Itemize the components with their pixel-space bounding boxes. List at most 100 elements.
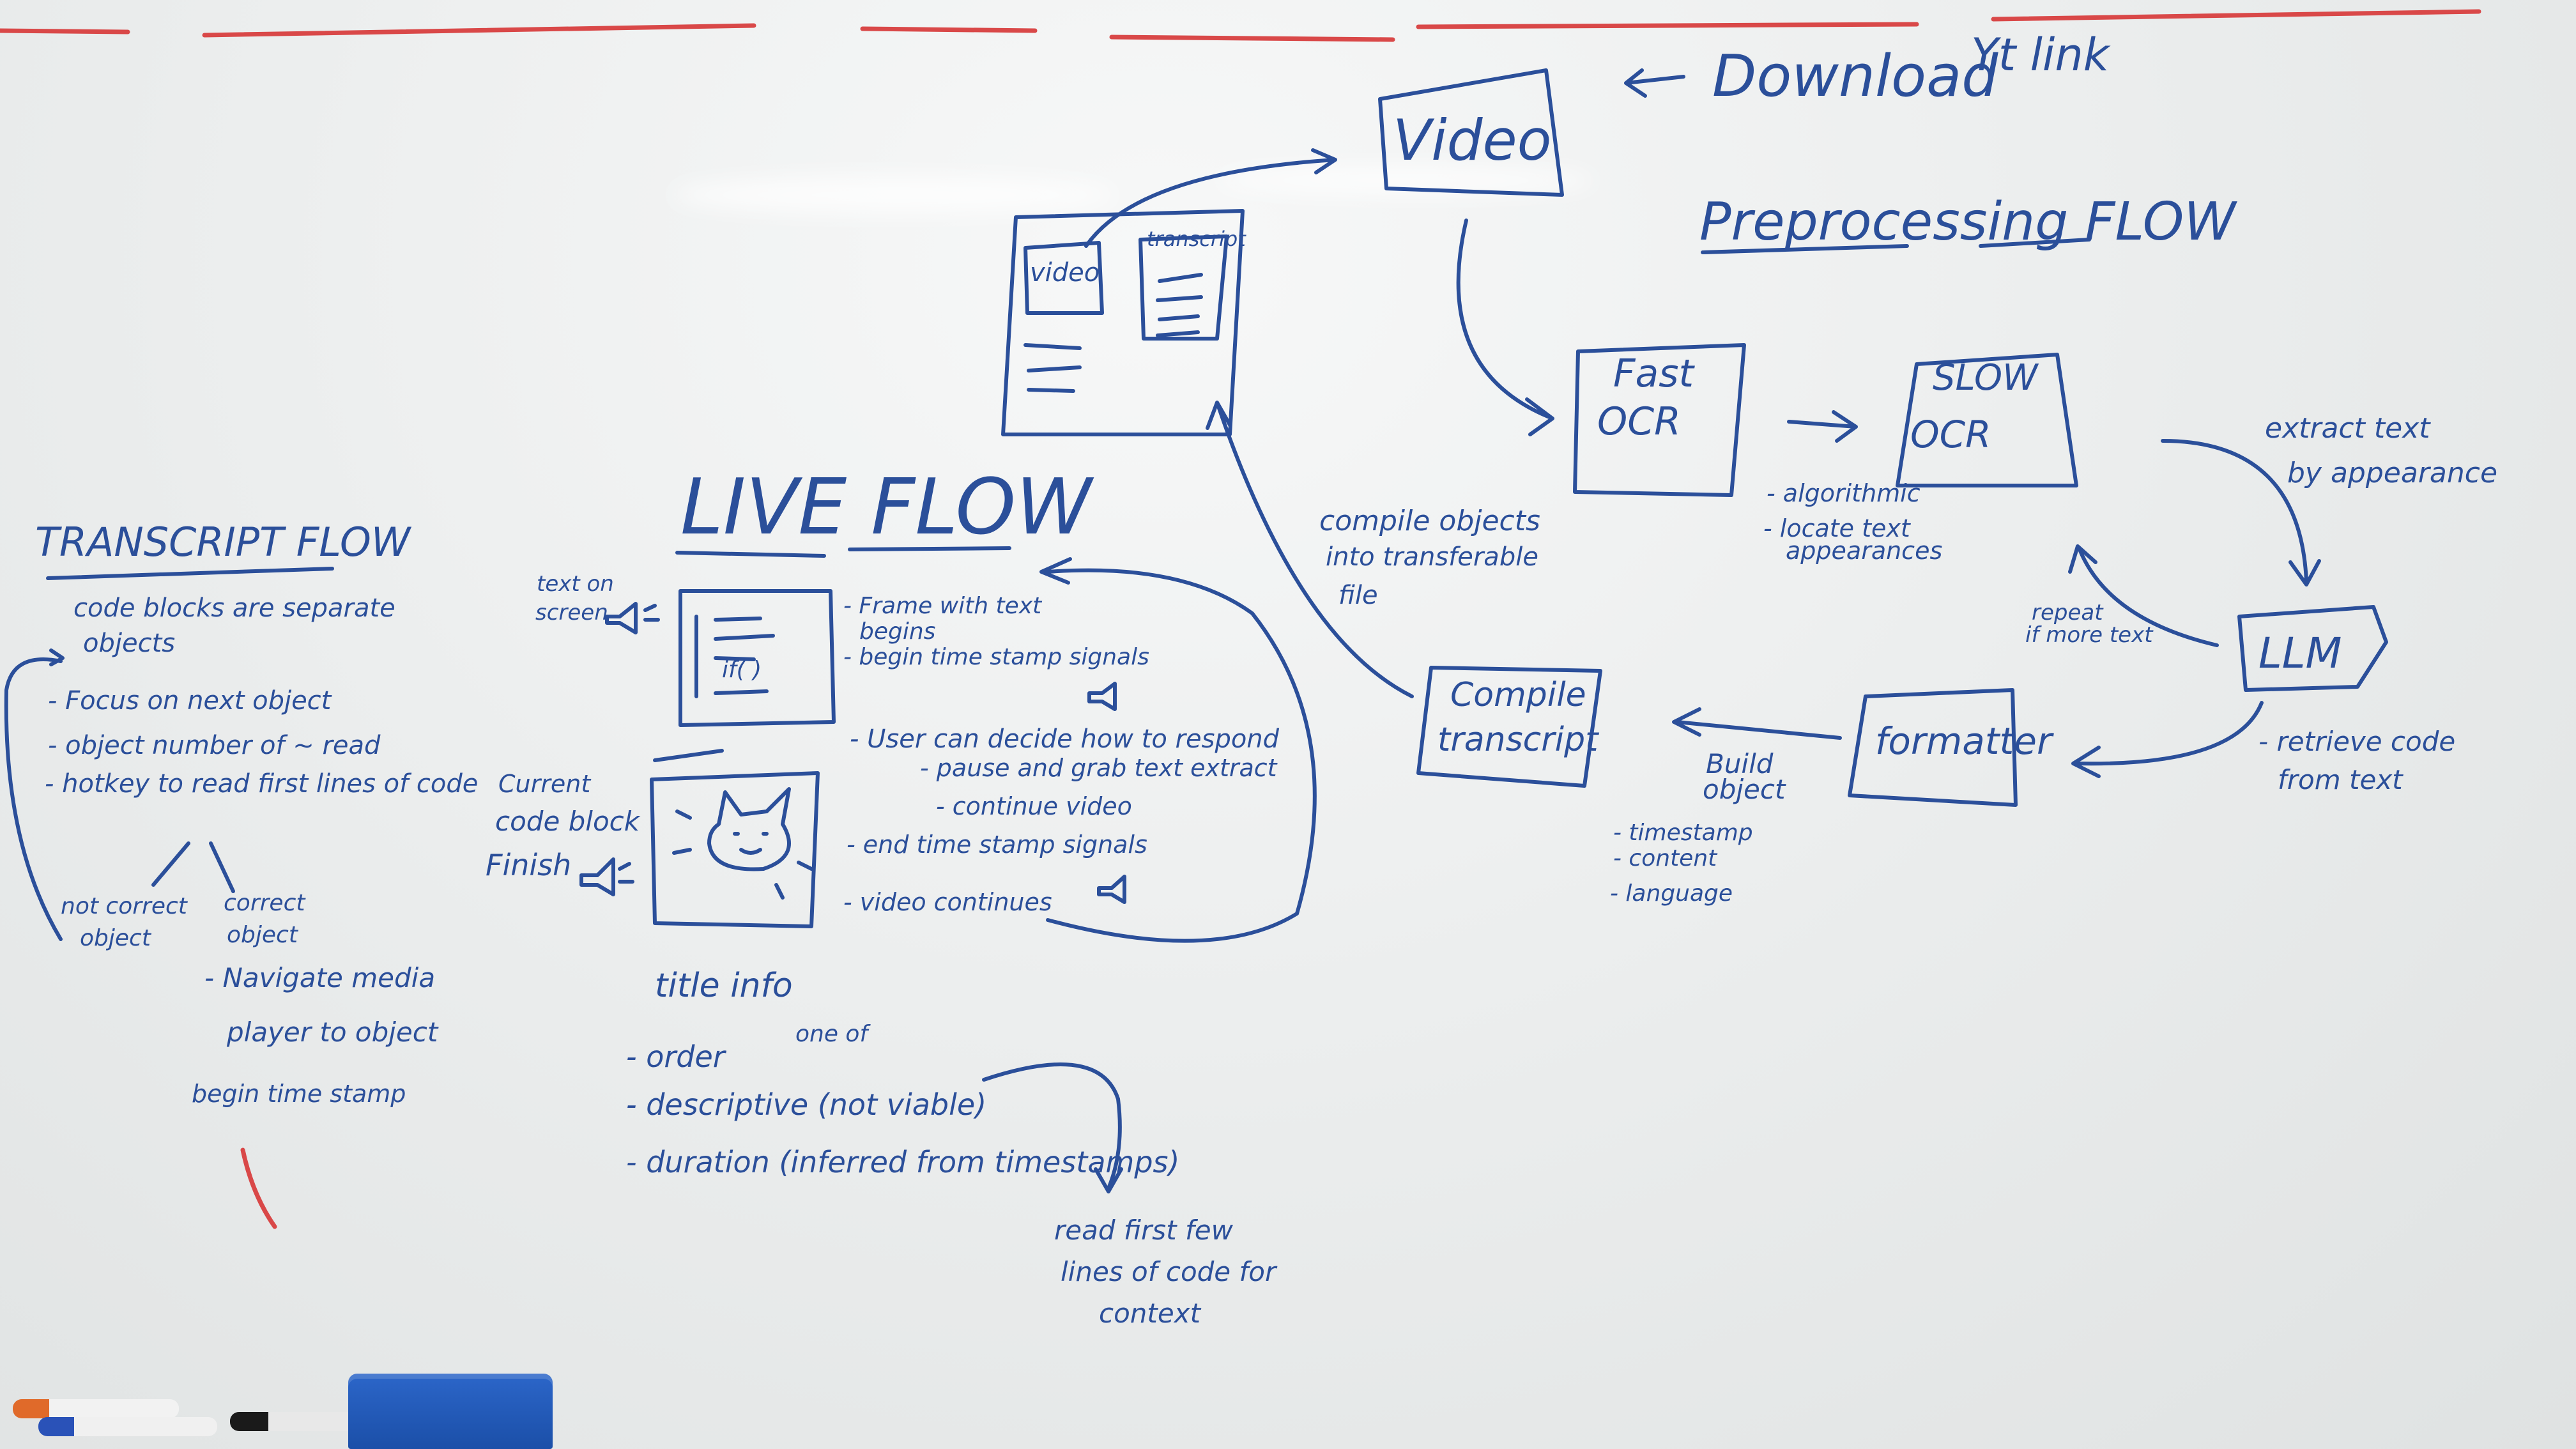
arrow-fast-to-slow [1787, 410, 1858, 443]
cat-icon [707, 787, 791, 871]
red-mark [240, 1147, 277, 1229]
arrow-to-read-first [982, 1062, 1123, 1193]
arrow-formatter-to-compile [1672, 707, 1842, 740]
player-sketch-transcript-label: transcript [1147, 227, 1246, 251]
one-of-label: one of [795, 1021, 871, 1047]
light-reflection [671, 176, 1118, 214]
marker-tray [0, 1380, 639, 1449]
user-note-1: - User can decide how to respond [850, 724, 1280, 754]
object-field-1: - timestamp [1613, 820, 1753, 846]
formatter-box [1848, 688, 2018, 807]
speaker-icon [605, 602, 660, 634]
fast-ocr-box [1573, 343, 1746, 497]
branch-lines [151, 841, 235, 893]
live-flow-title: LIVE FLOW [680, 463, 1094, 552]
title-underline [1701, 238, 2091, 254]
text-on-screen-1: text on [537, 571, 614, 597]
transcript-note-5: - hotkey to read first lines of code [45, 769, 478, 799]
user-note-4: - end time stamp signals [847, 831, 1147, 859]
text-on-screen-2: screen [535, 600, 608, 625]
user-note-2: - pause and grab text extract [920, 754, 1278, 782]
retrieve-note-2: from text [2278, 764, 2404, 795]
download-arrow [1624, 68, 1685, 98]
compile-note-2: into transferable [1326, 542, 1538, 572]
formatter-box-label: formatter [1875, 719, 2054, 763]
branch-right-1: correct [224, 890, 306, 916]
red-top-line [0, 9, 2481, 42]
ocr-note-2: - locate text [1763, 514, 1912, 542]
current-frame-box [650, 771, 820, 928]
preprocessing-title: Preprocessing FLOW [1699, 192, 2237, 252]
frame-note-2: begins [859, 618, 935, 645]
compile-note-3: file [1338, 581, 1378, 610]
compile-note-1: compile objects [1319, 505, 1540, 537]
whiteboard-eraser [348, 1374, 553, 1449]
frame-note-3: - begin time stamp signals [843, 644, 1149, 670]
transcript-title-underline [46, 567, 334, 580]
fast-ocr-line-1: Fast [1613, 351, 1696, 396]
user-note-3: - continue video [936, 792, 1132, 820]
player-sketch-video-label: video [1030, 258, 1100, 288]
speaker-icon [579, 857, 634, 896]
branch-left-2: object [80, 925, 152, 951]
slow-ocr-line-2: OCR [1910, 413, 1991, 456]
read-first-3: context [1099, 1298, 1202, 1329]
yt-link-label: Yt link [1971, 29, 2111, 81]
slow-ocr-line-1: SLOW [1933, 357, 2039, 399]
branch-right-2: object [227, 922, 299, 948]
navigate-1: - Navigate media [204, 962, 435, 993]
current-code-3: Finish [486, 848, 571, 882]
arrow-compile-to-player [1206, 401, 1414, 698]
navigate-2: player to object [226, 1016, 439, 1048]
arrow-repeat [2068, 544, 2219, 647]
player-sketch-transcript-pane [1138, 234, 1229, 341]
fast-ocr-line-2: OCR [1597, 399, 1681, 444]
transcript-note-1: code blocks are separate [73, 594, 395, 623]
orange-marker [13, 1399, 179, 1418]
object-field-3: - language [1610, 880, 1733, 907]
repeat-note-2: if more text [2025, 622, 2154, 648]
info-item-2: - descriptive (not viable) [626, 1087, 986, 1122]
download-label: Download [1712, 43, 1998, 110]
compile-box-line-1: Compile [1450, 676, 1586, 714]
slow-ocr-box [1896, 353, 2078, 487]
sun-rays [672, 809, 813, 900]
live-flow-underline [675, 546, 1011, 558]
current-code-2: code block [495, 806, 641, 837]
repeat-note-1: repeat [2032, 600, 2104, 625]
video-box [1378, 68, 1564, 197]
build-object-2: object [1703, 774, 1786, 805]
black-marker [230, 1412, 358, 1431]
llm-box-label: LLM [2258, 629, 2342, 678]
player-sketch-scribbles [1023, 273, 1203, 393]
llm-box [2237, 605, 2388, 692]
compile-box-line-2: transcript [1438, 721, 1599, 759]
dash-divider [653, 749, 724, 762]
arrow-video-to-fast-ocr [1456, 218, 1554, 436]
code-frame-box [678, 589, 836, 727]
build-object-1: Build [1706, 748, 1774, 779]
read-first-2: lines of code for [1061, 1256, 1278, 1287]
retrieve-note-1: - retrieve code [2258, 726, 2455, 757]
arrow-llm-to-formatter [2071, 701, 2264, 778]
compile-transcript-box [1416, 666, 1602, 788]
video-box-label: Video [1393, 107, 1552, 173]
ocr-note-3: appearances [1786, 537, 1942, 565]
code-glyph: if( ) [722, 657, 762, 683]
code-frame-lines [694, 615, 775, 698]
branch-left-1: not correct [61, 893, 188, 919]
transcript-loop-bracket [4, 648, 65, 941]
info-item-3: - duration (inferred from timestamps) [626, 1145, 1179, 1179]
player-sketch-video-pane [1023, 241, 1104, 315]
extract-note-2: by appearance [2287, 457, 2497, 489]
arrow-player-to-video [1084, 148, 1337, 248]
transcript-note-2: objects [83, 629, 175, 658]
info-item-1: - order [626, 1039, 727, 1074]
current-code-1: Current [498, 770, 592, 798]
loop-arrow-live [1039, 557, 1317, 943]
transcript-flow-title: TRANSCRIPT FLOW [35, 519, 412, 565]
extract-note-1: extract text [2265, 412, 2431, 445]
object-field-2: - content [1613, 845, 1718, 871]
